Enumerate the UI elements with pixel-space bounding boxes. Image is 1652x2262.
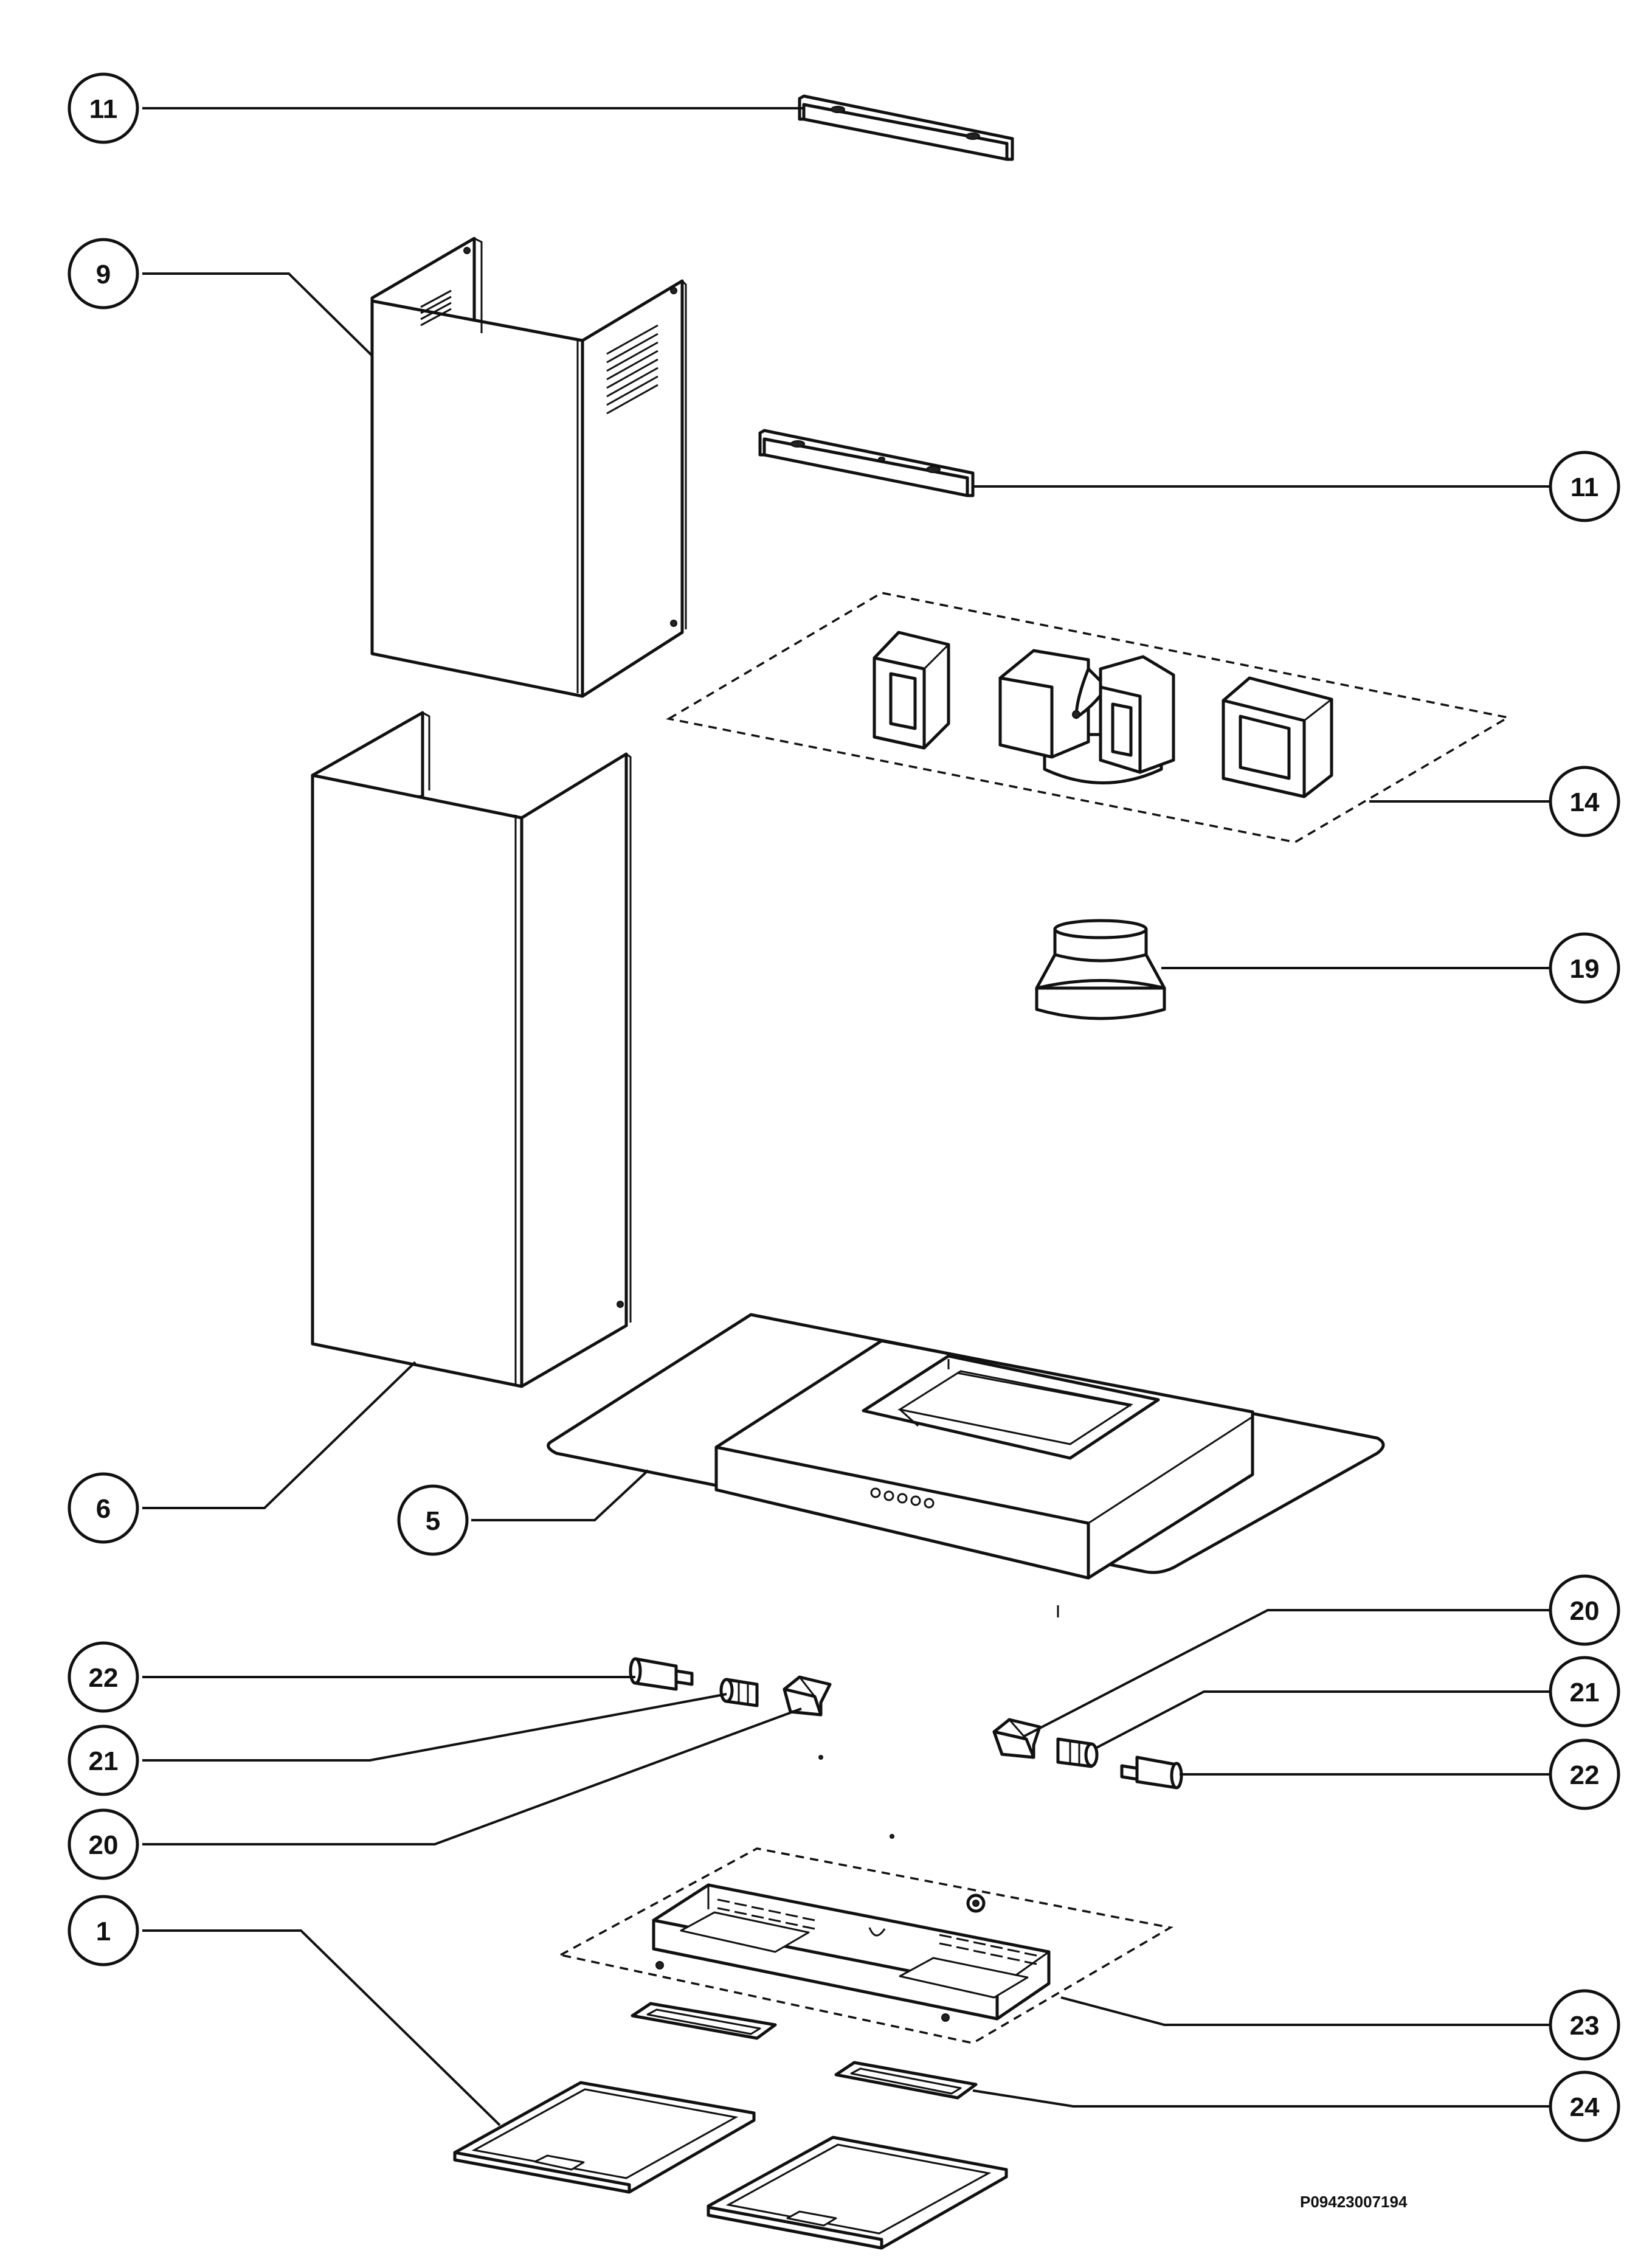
callout-20-left: 20 xyxy=(67,1808,139,1880)
rect-duct-adapter-right xyxy=(1222,676,1333,798)
svg-text:21: 21 xyxy=(89,1746,119,1776)
svg-text:14: 14 xyxy=(1570,787,1600,817)
part-14-duct-adapter-kit xyxy=(666,592,1511,843)
callout-24: 24 xyxy=(1549,2070,1620,2142)
central-duct-adapter xyxy=(998,649,1175,784)
callout-9: 9 xyxy=(67,238,139,310)
part-11-top-bracket xyxy=(798,94,1014,161)
part-22-right-lamp-pin xyxy=(1120,1755,1183,1790)
callout-6: 6 xyxy=(67,1472,139,1544)
callout-19: 19 xyxy=(1549,932,1620,1004)
part-19-round-duct-connector xyxy=(1035,919,1166,1020)
frame-slots-left xyxy=(717,1898,815,1930)
callout-14: 14 xyxy=(1549,766,1620,837)
callout-22-left: 22 xyxy=(67,1641,139,1713)
callout-5: 5 xyxy=(397,1484,469,1556)
svg-text:1: 1 xyxy=(96,1917,111,1946)
svg-text:19: 19 xyxy=(1570,954,1600,984)
svg-text:20: 20 xyxy=(89,1830,119,1860)
callout-1: 1 xyxy=(67,1895,139,1966)
svg-text:6: 6 xyxy=(96,1494,111,1524)
part-6-lower-chimney xyxy=(311,711,632,1388)
callout-23: 23 xyxy=(1549,1989,1620,2061)
svg-text:11: 11 xyxy=(1571,472,1599,502)
document-code: P09423007194 xyxy=(1300,2193,1408,2211)
svg-text:23: 23 xyxy=(1570,2011,1600,2041)
callout-20-right: 20 xyxy=(1549,1574,1620,1646)
callout-11-top: 11 xyxy=(67,72,139,144)
frame-slots-right xyxy=(939,1934,1037,1965)
part-23-filter-support-frame xyxy=(557,1834,1173,2044)
part-9-upper-chimney xyxy=(370,237,687,698)
svg-text:24: 24 xyxy=(1570,2092,1600,2122)
callout-21-right: 21 xyxy=(1549,1656,1620,1728)
svg-text:5: 5 xyxy=(426,1506,440,1536)
part-1-grease-filters xyxy=(453,2081,1008,2250)
part-22-left-lamp-pin xyxy=(629,1657,694,1691)
leader-lines xyxy=(142,107,1550,2126)
svg-text:9: 9 xyxy=(96,260,111,289)
control-panel-buttons xyxy=(870,1487,935,1509)
vent-grille-left xyxy=(420,289,452,327)
svg-text:11: 11 xyxy=(89,94,118,124)
part-20-left-lamp-socket xyxy=(783,1675,832,1717)
callout-21-left: 21 xyxy=(67,1724,139,1796)
svg-text:21: 21 xyxy=(1570,1678,1600,1707)
part-24-filter-clips xyxy=(631,2002,978,2100)
svg-text:22: 22 xyxy=(89,1663,119,1693)
part-11-lower-bracket xyxy=(758,429,975,497)
part-20-right-lamp-socket xyxy=(992,1718,1042,1759)
callout-bubbles: 11 9 11 14 19 6 5 20 xyxy=(67,72,1620,2142)
svg-text:22: 22 xyxy=(1570,1760,1600,1790)
vent-grille-right xyxy=(606,324,658,415)
part-21-left-lamp-holder xyxy=(719,1678,759,1707)
part-5-hood-body-glass-canopy xyxy=(547,1313,1385,1580)
svg-text:20: 20 xyxy=(1570,1596,1600,1626)
part-21-right-lamp-holder xyxy=(1056,1737,1099,1768)
callout-11-lower: 11 xyxy=(1549,451,1620,522)
rect-duct-adapter-left xyxy=(873,631,950,750)
callout-22-right: 22 xyxy=(1549,1738,1620,1810)
